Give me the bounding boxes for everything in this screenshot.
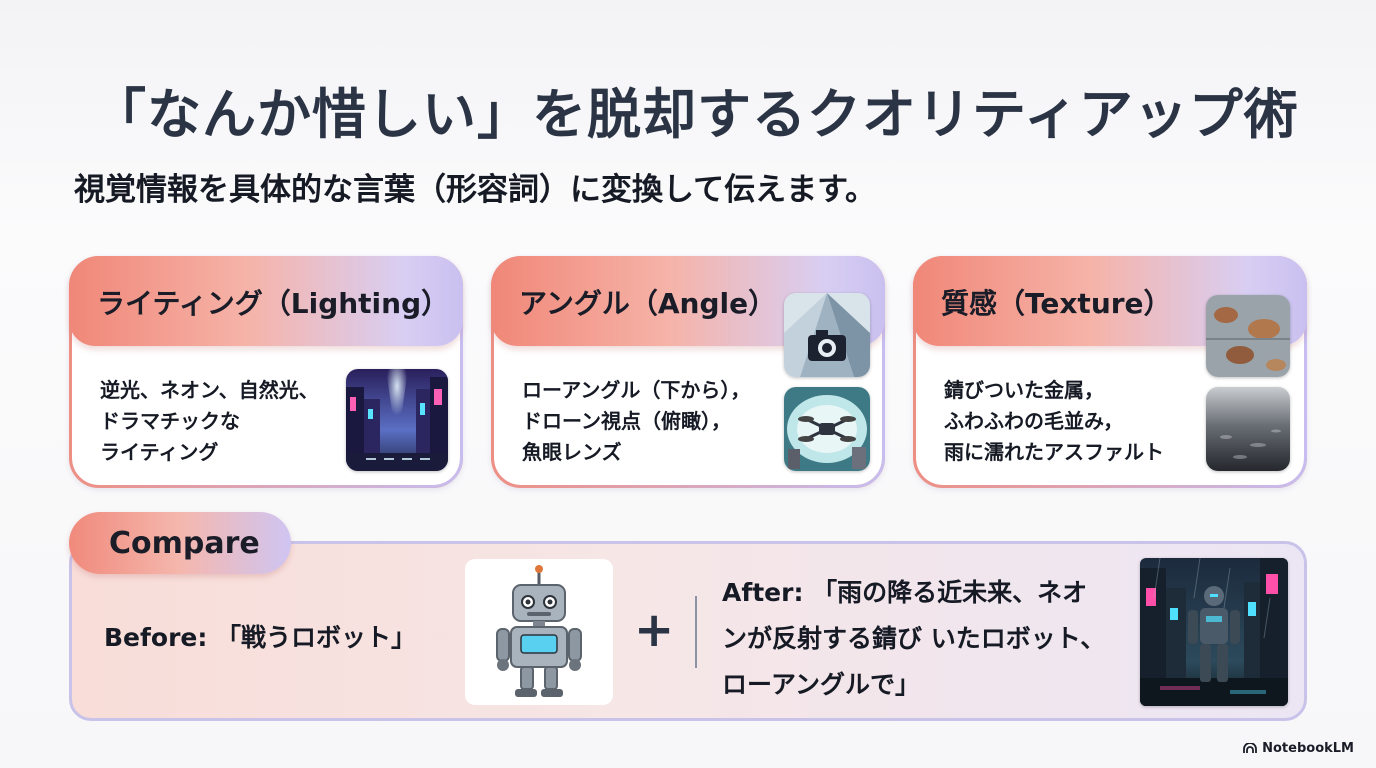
card-lighting-title: ライティング（Lighting） <box>97 287 450 320</box>
neon-city-thumbnail <box>346 369 448 471</box>
after-prompt-text: After: 「雨の降る近未来、ネオ ンが反射する錆び いたロボット、 ローアン… <box>722 578 1106 699</box>
robot-illustration <box>465 559 613 705</box>
compare-divider <box>695 596 697 668</box>
brand-watermark: NotebookLM <box>1243 741 1354 756</box>
compare-tab: Compare <box>69 512 291 574</box>
page-title: 「なんか惜しい」を脱却するクオリティアップ術 <box>92 83 1299 146</box>
card-angle-text: ローアングル（下から）， ドローン視点（俯瞰）， 魚眼レンズ <box>522 378 751 464</box>
page-subtitle: 視覚情報を具体的な言葉（形容詞）に変換して伝えます。 <box>74 172 876 208</box>
low-angle-camera-thumbnail <box>784 293 870 377</box>
neon-robot-thumbnail <box>1140 558 1288 706</box>
card-texture-text: 錆びついた金属， ふわふわの毛並み， 雨に濡れたアスファルト <box>944 378 1164 464</box>
card-angle-title: アングル（Angle） <box>519 287 777 320</box>
compare-label: Compare <box>109 526 260 561</box>
brand-name: NotebookLM <box>1262 741 1354 756</box>
rusty-metal-thumbnail <box>1206 295 1290 377</box>
card-lighting-text: 逆光、ネオン、自然光、 ドラマチックな ライティング <box>100 378 319 464</box>
before-prompt-text: Before: 「戦うロボット」 <box>104 623 417 652</box>
drone-view-thumbnail <box>784 387 870 471</box>
card-angle: アングル（Angle） ローアングル（下から）， ドローン視点（俯瞰）， 魚眼レ… <box>491 256 885 488</box>
card-texture-title: 質感（Texture） <box>941 287 1172 320</box>
card-texture: 質感（Texture） 錆びついた金属， ふわふわの毛並み， 雨に濡れたアスファ… <box>913 256 1307 488</box>
card-lighting: ライティング（Lighting） 逆光、ネオン、自然光、 ドラマチックな ライテ… <box>69 256 463 488</box>
robot-icon <box>496 565 582 697</box>
notebooklm-logo-icon <box>1243 743 1258 753</box>
plus-icon: + <box>634 602 675 658</box>
wet-asphalt-thumbnail <box>1206 387 1290 471</box>
compare-panel <box>69 541 1307 721</box>
card-lighting-header: ライティング（Lighting） <box>69 256 463 346</box>
